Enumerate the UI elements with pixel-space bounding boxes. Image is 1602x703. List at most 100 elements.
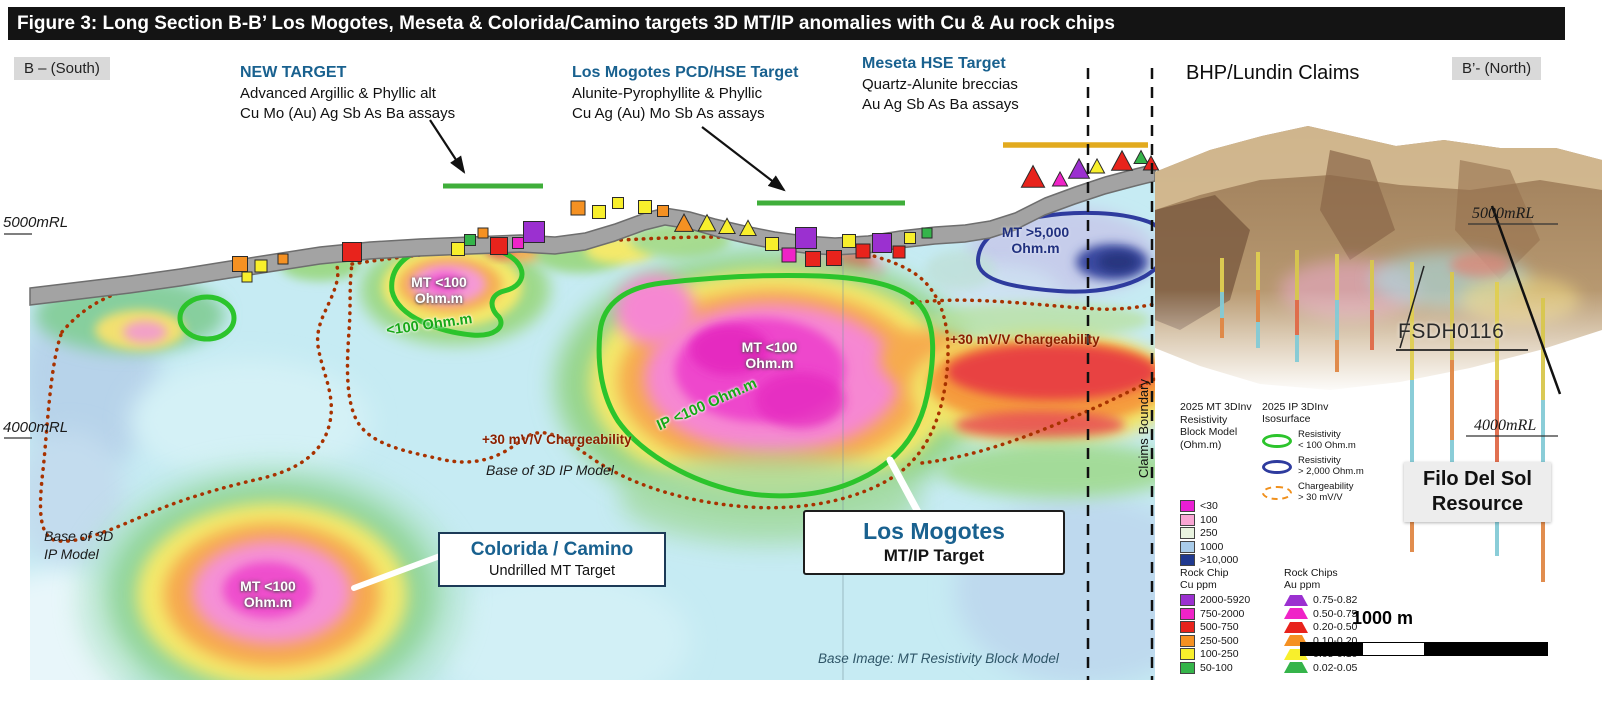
- color-swatch: [1180, 527, 1195, 539]
- callout-colorida-camino: Colorida / Camino Undrilled MT Target: [438, 532, 666, 587]
- triangle-swatch: [1284, 662, 1308, 673]
- target-title: NEW TARGET: [240, 64, 347, 81]
- triangle-swatch: [1284, 648, 1308, 660]
- label-claims-boundary: Claims Boundary: [1136, 379, 1151, 478]
- label-chargeability-right: +30 mV/V Chargeability: [950, 332, 1100, 347]
- rock-chip-square: [232, 256, 248, 272]
- target-line: Au Ag Sb As Ba assays: [862, 96, 1019, 113]
- rock-chip-square: [523, 221, 545, 243]
- color-swatch: [1180, 621, 1195, 633]
- label-mt100-center: MT <100 Ohm.m: [741, 339, 798, 371]
- figure-title: Figure 3: Long Section B-B’ Los Mogotes,…: [8, 7, 1565, 40]
- label-chargeability-mid: +30 mV/V Chargeability: [482, 432, 632, 447]
- triangle-swatch: [1284, 608, 1308, 619]
- elevation-right-5000: 5000mRL: [1472, 205, 1535, 222]
- target-line: Cu Mo (Au) Ag Sb As Ba assays: [240, 105, 456, 122]
- legend-label: Resistivity < 100 Ohm.m: [1298, 429, 1356, 451]
- claims-photo: [1155, 126, 1602, 582]
- rock-chip-square: [277, 253, 289, 265]
- elevation-left-5000: 5000mRL: [3, 214, 69, 231]
- color-swatch: [1180, 513, 1195, 526]
- color-swatch: [1180, 634, 1195, 647]
- rock-chip-square: [842, 234, 856, 248]
- rock-chip-square: [570, 200, 586, 216]
- legend-label: 250-500: [1200, 634, 1239, 647]
- rock-chip-square: [477, 227, 489, 239]
- color-swatch: [1180, 648, 1195, 660]
- rock-chip-square: [904, 232, 916, 244]
- rock-chip-square: [241, 271, 253, 283]
- callout-title: Colorida / Camino: [470, 539, 634, 560]
- legend-label: 100: [1200, 513, 1218, 526]
- scale-segment: [1301, 643, 1363, 655]
- legend-item: 0.75-0.82: [1284, 594, 1357, 606]
- rock-chip-square: [490, 237, 508, 255]
- drillhole-pointer-line: [1399, 265, 1425, 349]
- target-title: Los Mogotes PCD/HSE Target: [572, 64, 799, 81]
- legend-item: 250-500: [1180, 634, 1250, 647]
- triangle-swatch: [1284, 621, 1308, 633]
- resistivity-low-isosurface-icon: [1262, 433, 1292, 448]
- triangle-swatch: [1284, 635, 1308, 646]
- legend-item: Resistivity < 100 Ohm.m: [1262, 429, 1374, 451]
- legend-label: >10,000: [1200, 554, 1239, 566]
- claims-boundary-lines: [1086, 68, 1154, 680]
- color-swatch: [1180, 661, 1195, 674]
- resistivity-high-isosurface-icon: [1262, 459, 1292, 474]
- legend-mt-scale: <30 100 250 1000 >10,000: [1180, 500, 1238, 568]
- legend-label: 2000-5920: [1200, 594, 1251, 606]
- target-line: Advanced Argillic & Phyllic alt: [240, 85, 436, 102]
- rock-chip-triangle: [1067, 157, 1091, 179]
- elevation-right-4000: 4000mRL: [1474, 417, 1537, 434]
- rock-chip-square: [592, 205, 606, 219]
- section-trace-line: [1490, 205, 1562, 395]
- legend-item: 500-750: [1180, 621, 1250, 633]
- rock-chip-square: [342, 242, 362, 262]
- rock-chip-triangle: [697, 213, 717, 232]
- rock-chip-square: [464, 234, 476, 246]
- scale-segment: [1424, 643, 1547, 655]
- rock-chip-square: [921, 227, 933, 239]
- rock-chip-square: [451, 242, 465, 256]
- legend-label: Chargeability > 30 mV/V: [1298, 481, 1354, 503]
- rock-chip-triangle: [1020, 164, 1046, 188]
- target-line: Alunite-Pyrophyllite & Phyllic: [572, 85, 763, 102]
- legend-item: 250: [1180, 527, 1238, 539]
- color-swatch: [1180, 500, 1195, 512]
- color-swatch: [1180, 540, 1195, 553]
- label-mt100-colorida: MT <100 Ohm.m: [240, 578, 296, 610]
- label-mt5000: MT >5,000 Ohm.m: [1001, 224, 1070, 256]
- legend-au: Rock Chips Au ppm 0.75-0.82 0.50-0.75 0.…: [1284, 567, 1357, 675]
- legend-mt-header: 2025 MT 3DInv Resistivity Block Model (O…: [1180, 401, 1252, 451]
- rock-chip-square: [781, 247, 797, 263]
- target-annotation-meseta: Meseta HSE Target Quartz-Alunite breccia…: [862, 55, 1102, 115]
- rock-chip-triangle: [1133, 149, 1149, 165]
- legend-item: >10,000: [1180, 554, 1238, 566]
- legend-label: 0.75-0.82: [1313, 594, 1358, 606]
- label-mt100-upper: MT <100 Ohm.m: [411, 274, 467, 306]
- rock-chip-square: [638, 200, 652, 214]
- rock-chip-square: [795, 227, 817, 249]
- legend-item: 750-2000: [1180, 607, 1250, 620]
- color-swatch: [1180, 594, 1195, 606]
- base-image-note: Base Image: MT Resistivity Block Model: [818, 651, 1059, 666]
- callout-title: Los Mogotes: [863, 518, 1005, 544]
- legend-item: 100-250: [1180, 648, 1250, 660]
- target-title: Meseta HSE Target: [862, 55, 1006, 72]
- label-base-ip-left: Base of 3D IP Model: [44, 528, 114, 562]
- legend-label: 1000: [1200, 540, 1224, 553]
- rock-chip-square: [612, 197, 624, 209]
- label-base-ip-mid: Base of 3D IP Model: [486, 462, 614, 478]
- legend-item: 50-100: [1180, 661, 1250, 674]
- legend-cu-header: Rock Chip Cu ppm: [1180, 567, 1229, 591]
- target-line: Cu Ag (Au) Mo Sb As assays: [572, 105, 765, 122]
- target-annotation-new: NEW TARGET Advanced Argillic & Phyllic a…: [240, 64, 500, 124]
- legend-au-header: Rock Chips Au ppm: [1284, 567, 1338, 591]
- target-annotation-los-mogotes: Los Mogotes PCD/HSE Target Alunite-Pyrop…: [572, 64, 848, 124]
- legend-item: 0.02-0.05: [1284, 662, 1357, 674]
- legend-item: 100: [1180, 513, 1238, 526]
- legend-cu: Rock Chip Cu ppm 2000-5920 750-2000 500-…: [1180, 567, 1250, 675]
- rock-chip-square: [872, 233, 892, 253]
- rock-chip-triangle: [718, 217, 736, 234]
- legend-item: 0.50-0.75: [1284, 608, 1357, 620]
